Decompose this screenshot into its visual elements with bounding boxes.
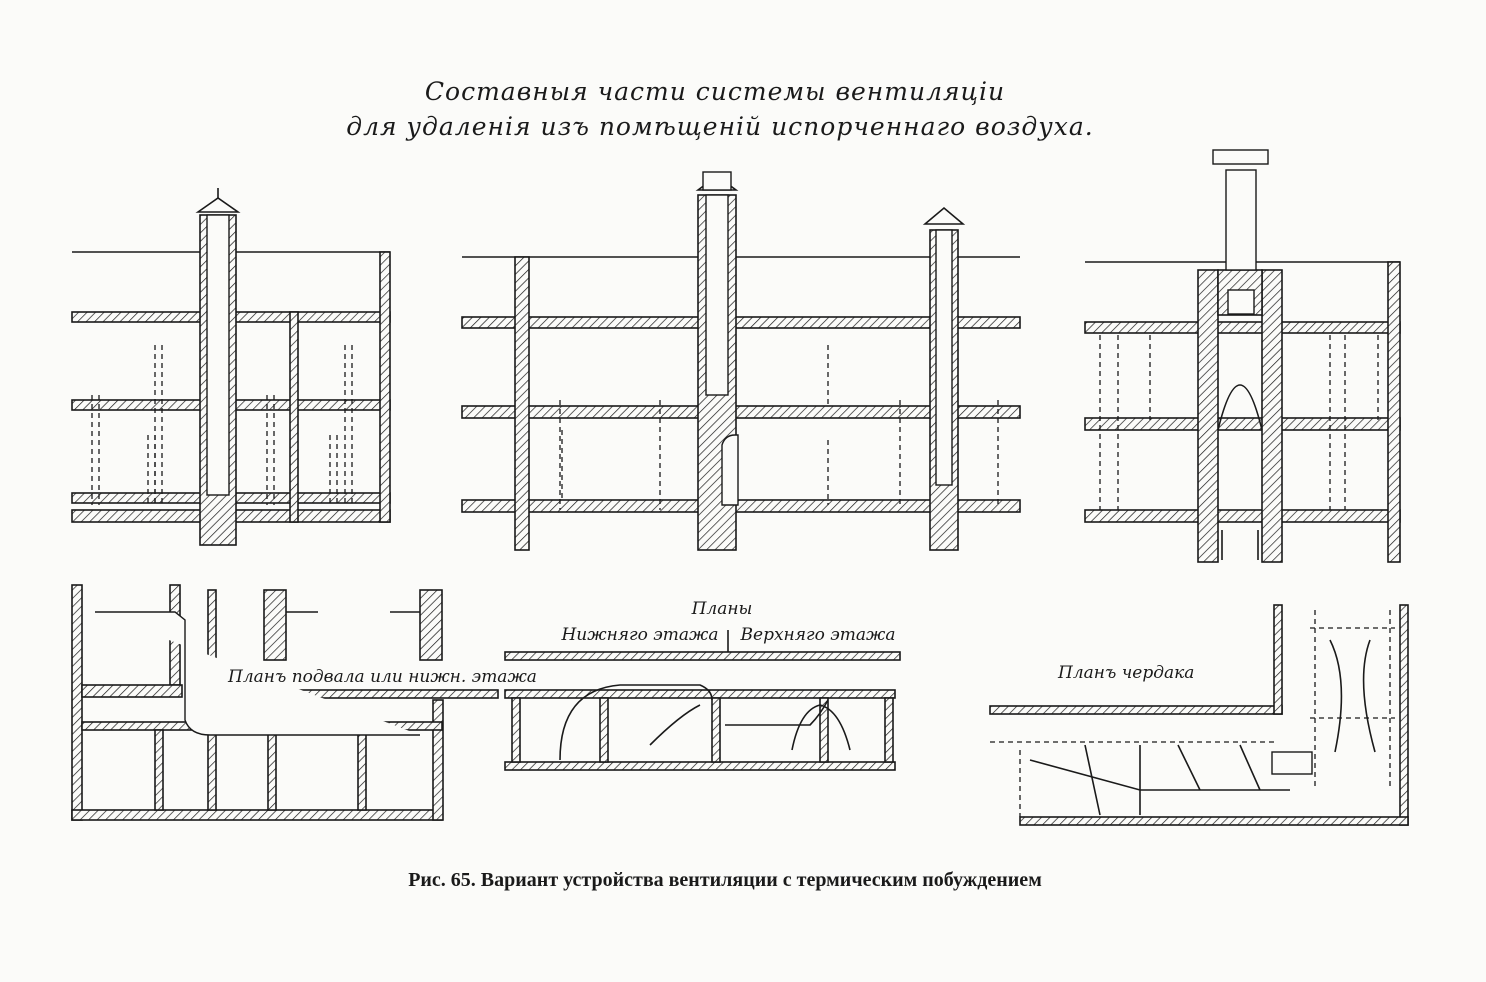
- title-line-2: для удаленія изъ помѣщеній испорченнаго …: [346, 112, 1093, 141]
- plan-attic: Планъ чердака: [989, 604, 1409, 826]
- section-right: [1084, 149, 1401, 563]
- plan-floors: Планы Нижняго этажа Верхняго этажа: [504, 599, 901, 771]
- label-upper-floor: Верхняго этажа: [740, 625, 896, 645]
- figure-caption: Рис. 65. Вариант устройства вентиляции с…: [408, 869, 1042, 891]
- title-line-1: Составныя части системы вентиляціи: [425, 77, 1005, 106]
- label-lower-floor: Нижняго этажа: [560, 625, 718, 645]
- section-middle: [461, 171, 1021, 551]
- label-basement-plan: Планъ подвала или нижн. этажа: [227, 667, 537, 687]
- section-left: [71, 188, 391, 546]
- plan-basement: Планъ подвала или нижн. этажа: [71, 584, 537, 821]
- label-plans: Планы: [691, 599, 753, 619]
- label-attic-plan: Планъ чердака: [1057, 663, 1194, 683]
